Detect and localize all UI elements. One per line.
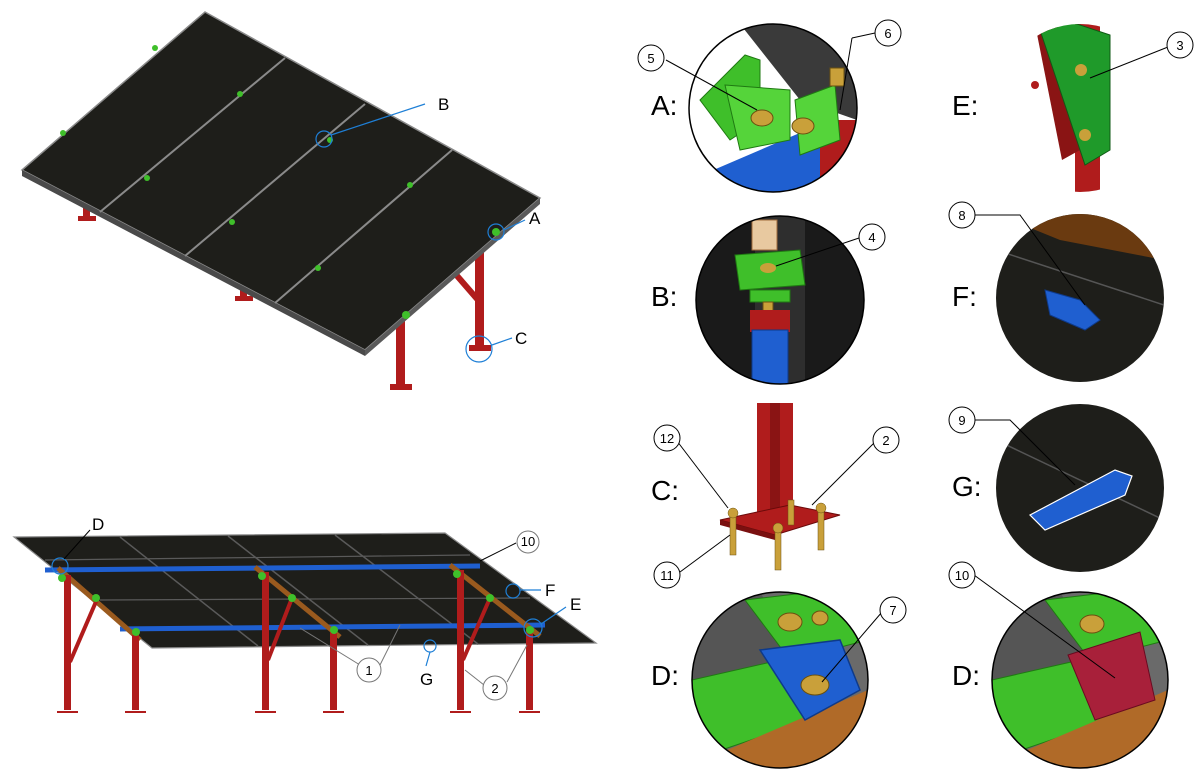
leg: [64, 575, 71, 710]
detail-c-part-2: 2: [882, 433, 889, 448]
detail-f: F: 8: [948, 201, 1164, 382]
foot-plate: [390, 384, 412, 390]
detail-c: C: 12 2 11: [651, 403, 900, 589]
brace: [266, 597, 294, 661]
callout-f-label: F: [545, 581, 555, 600]
callout-g-label: G: [420, 670, 433, 689]
beam: [56, 566, 142, 642]
detail-a-part-2: 6: [884, 26, 891, 41]
detail-d-left-label: D:: [651, 660, 679, 691]
callout-e: E: [523, 595, 581, 638]
clamp: [402, 311, 410, 319]
detail-b-part-1: 4: [868, 230, 875, 245]
detail-f-part-1: 8: [958, 208, 965, 223]
detail-c-part-1: 12: [660, 431, 674, 446]
clamp: [492, 228, 500, 236]
leg: [262, 572, 269, 710]
detail-d-right-part-1: 10: [955, 568, 969, 583]
brace: [68, 596, 100, 663]
solar-array: [20, 11, 542, 351]
detail-g: G: 9: [948, 404, 1164, 572]
callout-d: D: [51, 515, 104, 575]
panel-seam: [274, 149, 453, 304]
detail-d-right: D: 10: [948, 561, 1169, 769]
detail-d-left-part-1: 7: [889, 603, 896, 618]
callout-b-label: B: [438, 95, 449, 114]
callout-1-label: 1: [365, 663, 372, 678]
callout-f: F: [505, 581, 555, 600]
callout-10: 10: [479, 530, 540, 562]
array-edge: [22, 170, 365, 356]
brace: [461, 597, 492, 661]
panel-seam: [44, 554, 471, 561]
clamp: [315, 265, 321, 271]
clamp: [237, 91, 243, 97]
detail-f-label: F:: [952, 281, 977, 312]
callout-b: B: [315, 95, 449, 148]
detail-a: A: 5 6: [637, 19, 902, 193]
beam: [253, 565, 342, 639]
leg: [475, 225, 484, 345]
callout-10-label: 10: [521, 534, 535, 549]
callout-g: G: [420, 639, 437, 689]
detail-b-label: B:: [651, 281, 677, 312]
callout-2-label: 2: [491, 681, 498, 696]
clamp: [60, 130, 66, 136]
detail-e-part-1: 3: [1176, 38, 1183, 53]
clamp: [144, 175, 150, 181]
foot-plate: [78, 216, 96, 221]
detail-b: B: 4: [651, 215, 886, 385]
callout-c: C: [465, 329, 527, 363]
detail-c-label: C:: [651, 475, 679, 506]
overview-top: B A C: [20, 11, 542, 390]
detail-a-label: A:: [651, 90, 677, 121]
callout-a: A: [487, 209, 541, 241]
clamp: [407, 182, 413, 188]
detail-g-label: G:: [952, 471, 982, 502]
detail-e: E: 3: [952, 24, 1194, 192]
leg: [132, 635, 139, 710]
detail-a-part-1: 5: [647, 51, 654, 66]
callout-2: 2: [464, 644, 528, 701]
leg: [396, 318, 405, 388]
rail: [44, 563, 481, 573]
clamp: [229, 219, 235, 225]
foot-plate: [469, 345, 491, 351]
detail-e-label: E:: [952, 90, 978, 121]
leg: [330, 632, 337, 710]
callout-c-label: C: [515, 329, 527, 348]
panel-seam: [99, 57, 286, 213]
detail-g-part-1: 9: [958, 413, 965, 428]
detail-c-part-3: 11: [660, 568, 674, 583]
callout-1: 1: [299, 624, 401, 683]
overview-bottom: D 10 F E 1 G: [12, 515, 598, 713]
foot-plate: [235, 296, 253, 301]
leg: [457, 570, 464, 710]
callout-e-label: E: [570, 595, 581, 614]
panel-seam: [184, 103, 366, 257]
callout-a-label: A: [529, 209, 541, 228]
callout-d-label: D: [92, 515, 104, 534]
detail-d-right-label: D:: [952, 660, 980, 691]
detail-d-left: D: 7: [651, 591, 907, 769]
clamp: [152, 45, 158, 51]
leg: [526, 630, 533, 710]
